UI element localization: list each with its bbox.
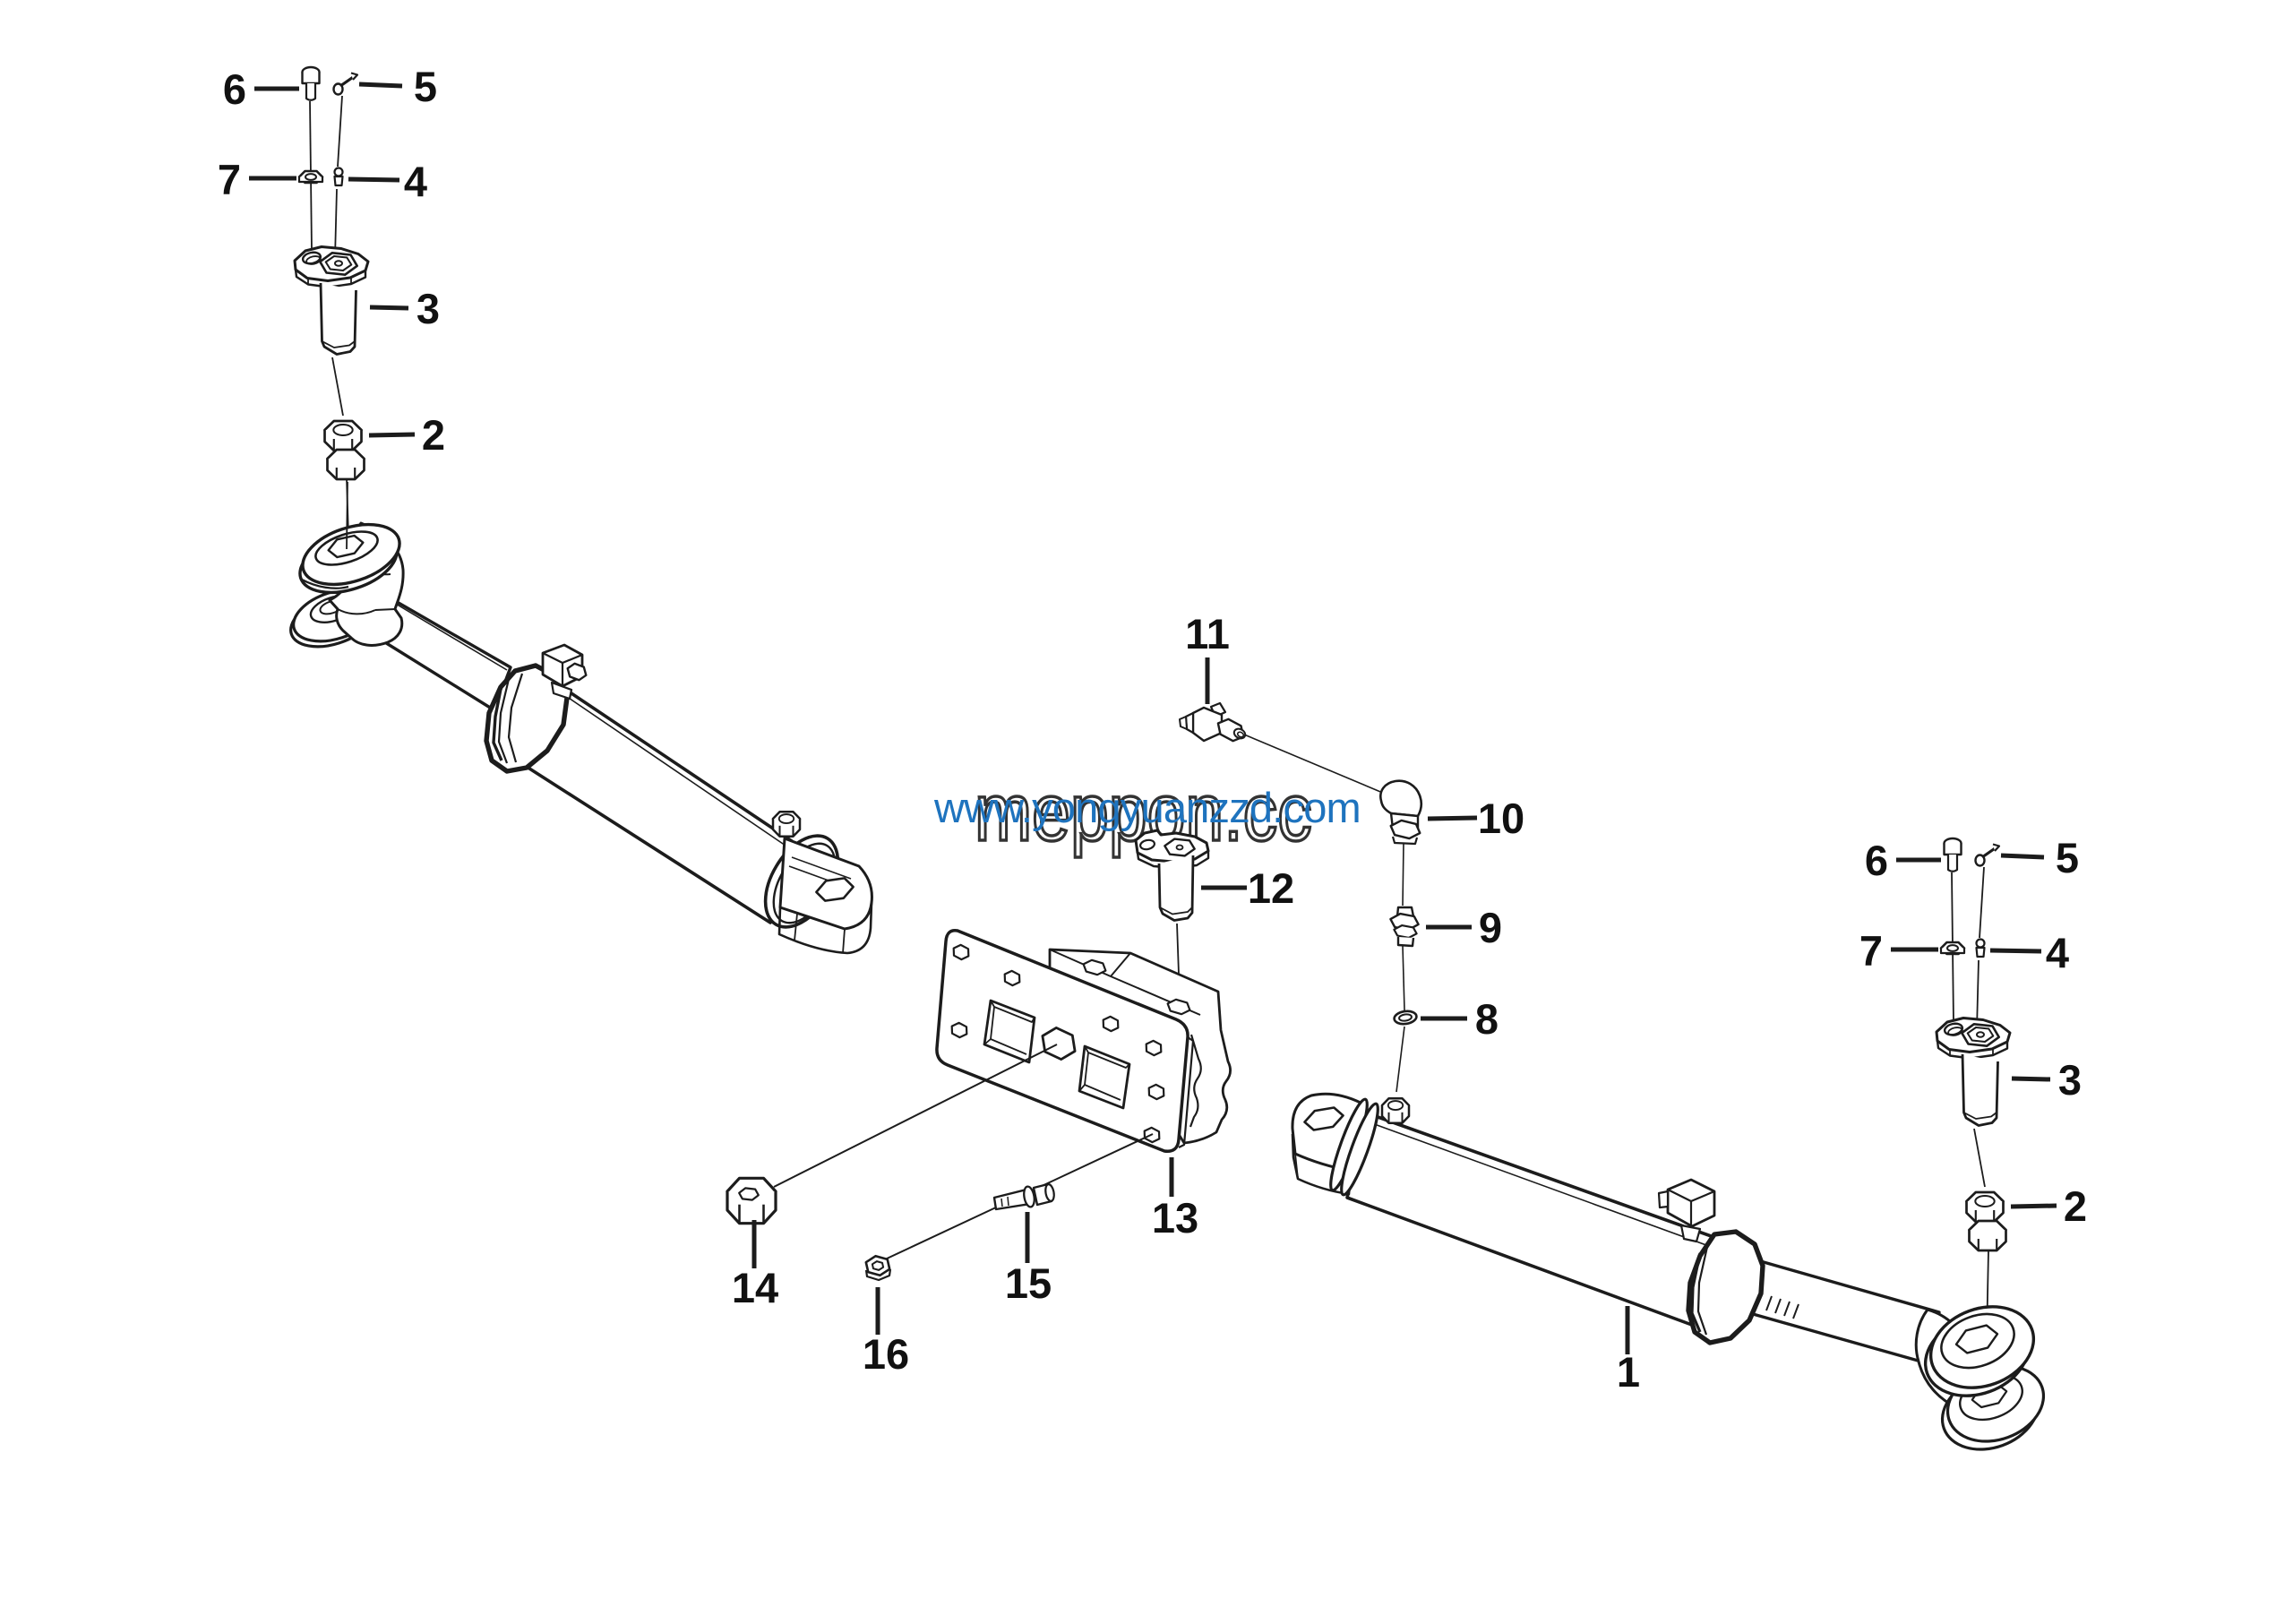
svg-text:9: 9 [1479, 904, 1502, 951]
svg-text:15: 15 [1005, 1259, 1052, 1307]
svg-text:4: 4 [404, 158, 427, 205]
svg-text:11: 11 [1185, 610, 1230, 657]
svg-text:6: 6 [223, 65, 246, 113]
svg-text:13: 13 [1152, 1194, 1198, 1242]
svg-text:2: 2 [422, 411, 445, 459]
svg-text:16: 16 [863, 1330, 909, 1378]
svg-text:5: 5 [414, 63, 437, 110]
svg-text:14: 14 [732, 1264, 778, 1311]
svg-text:www.yongyuanzzd.com: www.yongyuanzzd.com [933, 784, 1361, 831]
svg-text:7: 7 [218, 156, 241, 203]
svg-text:1: 1 [1617, 1348, 1640, 1396]
svg-text:8: 8 [1475, 995, 1499, 1043]
svg-text:12: 12 [1248, 864, 1294, 912]
svg-text:10: 10 [1478, 795, 1524, 842]
svg-text:3: 3 [417, 285, 440, 332]
